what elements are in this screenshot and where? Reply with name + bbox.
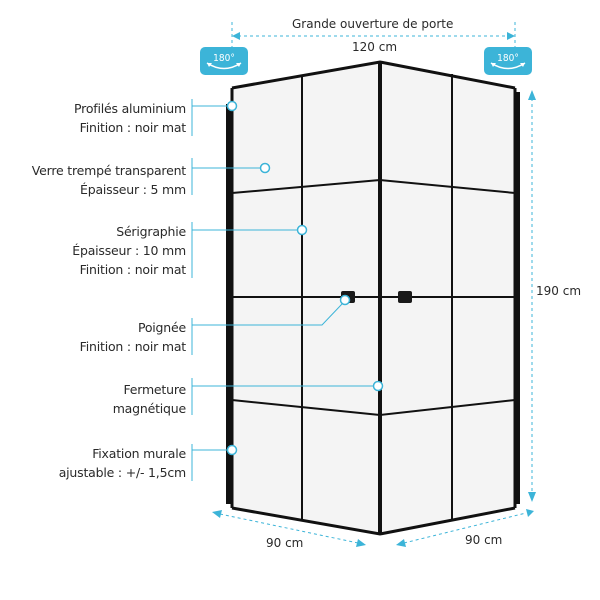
callout-line: magnétique [112,401,187,416]
depth-dimension-left [212,510,366,547]
callout-markers [226,100,384,456]
rotation-badge-left: 180° [200,47,248,75]
right-serigraphy-grid [379,74,516,521]
rotation-label-right: 180° [497,53,519,64]
left-serigraphy-grid [231,75,381,520]
callout-line: Fermeture [123,382,186,397]
callout-line: Sérigraphie [116,224,186,239]
rotation-label-left: 180° [213,53,235,64]
callout-line: Épaisseur : 10 mm [72,243,186,258]
callout-line: Épaisseur : 5 mm [80,182,186,197]
rotation-badge-right: 180° [484,47,532,75]
right-wall-profile [515,92,520,504]
callout-wall-fixing: Fixation murale ajustable : +/- 1,5cm [59,444,186,482]
callout-line: Finition : noir mat [79,120,187,135]
depth-right-label: 90 cm [465,533,503,547]
depth-dimension-right [396,509,534,547]
callout-handle: Poignée Finition : noir mat [79,318,187,356]
height-label: 190 cm [536,284,582,298]
callout-line: Profilés aluminium [74,101,186,116]
callout-line: Verre trempé transparent [31,163,186,178]
callout-line: Poignée [137,320,186,335]
callout-line: ajustable : +/- 1,5cm [58,465,186,480]
left-wall-profile [226,104,232,504]
callout-magnetic-closure: Fermeture magnétique [112,380,187,418]
rotate-arrow-icon [206,62,242,70]
top-caption: Grande ouverture de porte [292,17,454,31]
callout-line: Fixation murale [92,446,186,461]
callout-serigraphy: Sérigraphie Épaisseur : 10 mm Finition :… [72,222,186,279]
callout-aluminium-profiles: Profilés aluminium Finition : noir mat [74,99,186,137]
callout-tempered-glass: Verre trempé transparent Épaisseur : 5 m… [32,161,186,199]
width-label: 120 cm [352,40,398,54]
callout-line: Finition : noir mat [79,262,187,277]
height-dimension-line [528,90,536,502]
depth-left-label: 90 cm [266,536,304,550]
callout-leaders [191,99,373,481]
rotate-arrow-icon [490,62,526,70]
callout-line: Finition : noir mat [79,339,187,354]
